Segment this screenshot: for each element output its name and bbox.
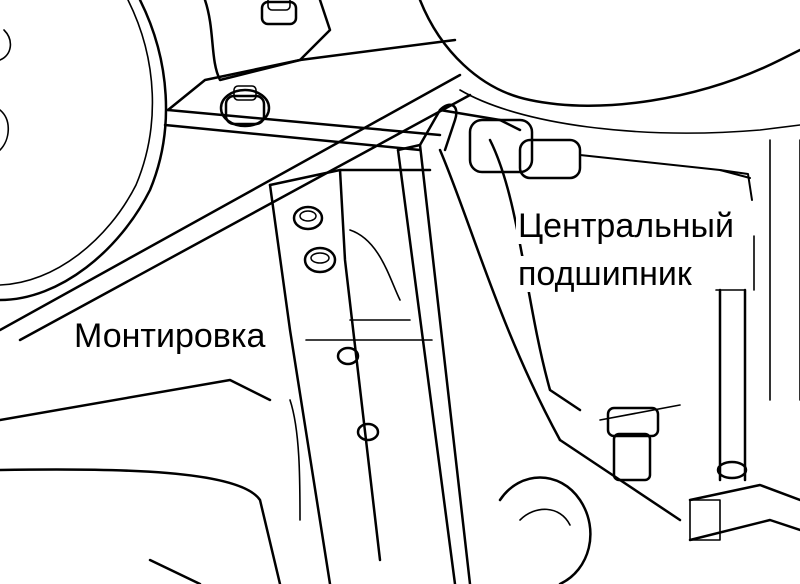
housing-right	[418, 0, 800, 401]
prybar-label: Монтировка	[72, 317, 268, 355]
center-bearing-label-line1: Центральный	[516, 207, 736, 245]
leader-lines	[305, 235, 755, 341]
lower-housing	[0, 378, 301, 584]
prybar-shape	[396, 103, 472, 584]
crossmember	[268, 168, 432, 584]
diagonal-member	[0, 73, 472, 342]
bearing-bolt	[438, 108, 753, 201]
housing-left	[0, 0, 168, 302]
upper-bracket	[166, 0, 457, 128]
stud	[599, 404, 681, 482]
center-bearing-label-line2: подшипник	[516, 255, 694, 293]
right-pipe	[688, 288, 800, 542]
